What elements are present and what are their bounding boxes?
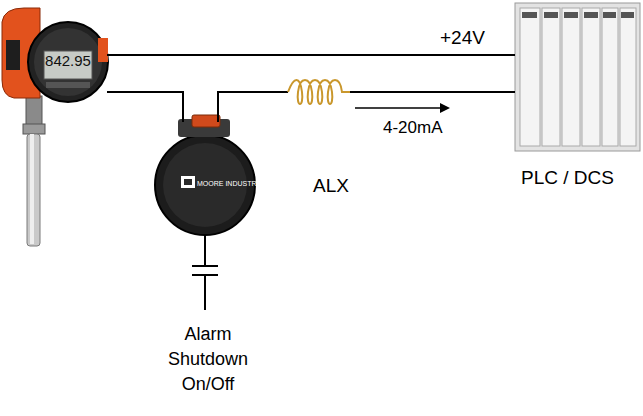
wire [107, 54, 515, 56]
device-name: ALX [313, 175, 349, 197]
contact-symbol [192, 236, 218, 310]
alx-illustration [155, 115, 255, 235]
signal-label: 4-20mA [383, 118, 443, 138]
signal-arrow [355, 103, 450, 113]
function-note: Alarm Shutdown On/Off [158, 322, 258, 397]
device-node: 842.95 [0, 8, 107, 100]
plc-illustration [515, 3, 640, 151]
wire [107, 92, 183, 122]
device-node: PLC / DCS [515, 3, 640, 195]
device-node: MOORE INDUSTRIESALX [155, 132, 255, 235]
wire [218, 92, 515, 122]
display-reading: 842.95 [44, 52, 92, 69]
transmitter-illustration [2, 8, 108, 246]
system-name: PLC / DCS [505, 167, 630, 189]
brand-logo: MOORE INDUSTRIES [197, 180, 268, 187]
signal-label: +24V [440, 27, 485, 49]
